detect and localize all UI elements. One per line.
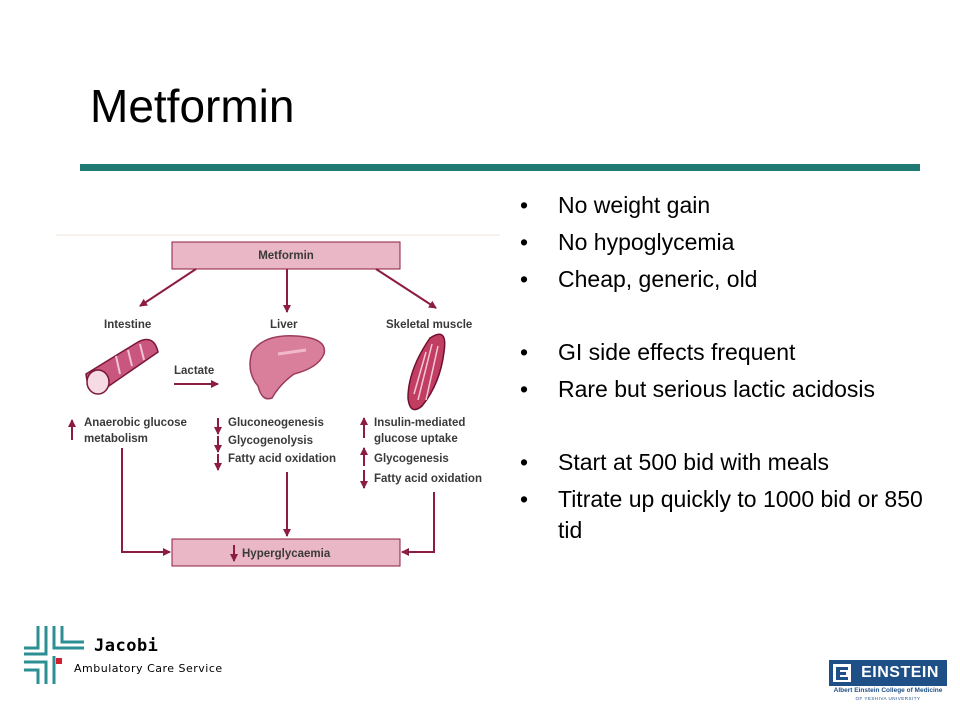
hyperglycaemia-box [171, 538, 401, 567]
jacobi-logo-icon [24, 626, 84, 684]
bullet-dot-icon: • [520, 339, 529, 365]
einstein-logo: EINSTEIN Albert Einstein College of Medi… [829, 660, 947, 706]
intestine-effect: metabolism [84, 433, 148, 445]
hyperglycaemia-label: Hyperglycaemia [242, 548, 331, 560]
muscle-effect: Insulin-mediated [374, 417, 465, 429]
metformin-mechanism-diagram: .dtxt { font-family: "Liberation Sans", … [56, 234, 500, 567]
arrow-metformin-intestine [139, 268, 197, 307]
bullet-dot-icon: • [520, 266, 529, 292]
intestine-icon [85, 338, 159, 395]
bullet-dot-icon: • [520, 229, 529, 255]
einstein-college: Albert Einstein College of Medicine [833, 687, 943, 694]
muscle-label: Skeletal muscle [386, 319, 472, 331]
metformin-box-label: Metformin [258, 250, 314, 262]
einstein-name: EINSTEIN [861, 664, 939, 681]
bullet-text: GI side effects frequent [558, 339, 796, 365]
bullet-text: Cheap, generic, old [558, 266, 758, 292]
arrow-intestine-to-hyperglycaemia [121, 448, 171, 556]
liver-effect: Fatty acid oxidation [228, 453, 336, 465]
bullet-dot-icon: • [520, 376, 529, 402]
bullet-item: • GI side effects frequent [520, 337, 940, 368]
bullet-text: No weight gain [558, 192, 711, 218]
bullet-text: Rare but serious lactic acidosis [558, 376, 876, 402]
bullet-item: • No weight gain [520, 190, 940, 221]
bullet-dot-icon: • [520, 449, 529, 475]
bullet-item: • No hypoglycemia [520, 227, 940, 258]
muscle-effect: Glycogenesis [374, 453, 449, 465]
bullet-list: • No weight gain • No hypoglycemia • Cheap,… [520, 190, 940, 546]
bullet-item: • Rare but serious lactic acidosis [520, 374, 940, 405]
jacobi-subtitle: Ambulatory Care Service [74, 662, 223, 675]
intestine-label: Intestine [104, 319, 151, 331]
skeletal-muscle-icon [407, 333, 446, 411]
arrow-muscle-to-hyperglycaemia [401, 492, 435, 556]
bullet-dot-icon: • [520, 486, 529, 512]
arrow-metformin-muscle [375, 268, 437, 309]
slide-title: Metformin [90, 80, 295, 132]
liver-effect: Gluconeogenesis [228, 417, 324, 429]
liver-icon [249, 335, 326, 400]
bullet-item: • Cheap, generic, old [520, 264, 940, 295]
title-divider [80, 164, 920, 171]
lactate-label: Lactate [174, 365, 214, 377]
intestine-effect: Anaerobic glucose [84, 417, 187, 429]
muscle-effect: glucose uptake [374, 433, 458, 445]
bullet-dot-icon: • [520, 192, 529, 218]
muscle-effect: Fatty acid oxidation [374, 473, 482, 485]
bullet-text: Start at 500 bid with meals [558, 449, 830, 475]
liver-effect: Glycogenolysis [228, 435, 313, 447]
bullet-item: • Titrate up quickly to 1000 bid or 850 t… [520, 484, 940, 546]
bullet-text: No hypoglycemia [558, 229, 735, 255]
einstein-university: OF YESHIVA UNIVERSITY [855, 696, 921, 701]
bullet-text: Titrate up quickly to 1000 bid or 850 ti… [558, 486, 923, 543]
einstein-mark-icon [829, 660, 947, 686]
jacobi-name: Jacobi [94, 636, 159, 656]
liver-label: Liver [270, 319, 298, 331]
bullet-item: • Start at 500 bid with meals [520, 447, 940, 478]
